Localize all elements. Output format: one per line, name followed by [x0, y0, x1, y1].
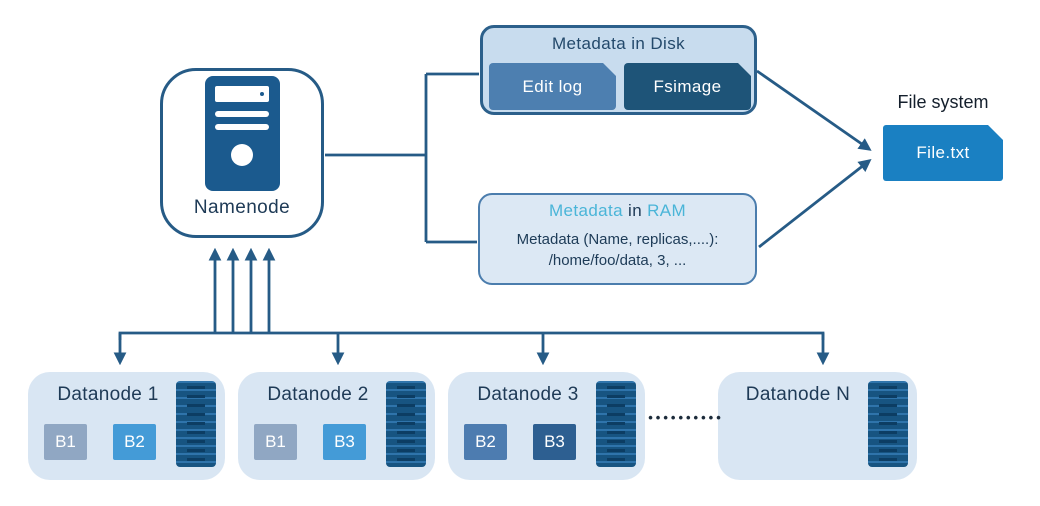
namenode-box: Namenode	[160, 68, 324, 238]
namenode-metadata-connector	[325, 72, 479, 244]
edit-log-box: Edit log	[489, 63, 616, 110]
fsimage-box: Fsimage	[624, 63, 751, 110]
datanode-1-title: Datanode 1	[57, 384, 159, 405]
metadata-disk-box: Metadata in Disk Edit log Fsimage	[480, 25, 757, 115]
file-txt-box: File.txt	[883, 125, 1003, 181]
block-b3: B3	[533, 424, 576, 460]
server-rack-icon	[176, 381, 216, 467]
datanode-n-box: Datanode N	[718, 372, 917, 480]
block-b3: B3	[323, 424, 366, 460]
server-tower-icon	[205, 76, 280, 191]
server-rack-icon	[868, 381, 908, 467]
file-system-label: File system	[897, 92, 989, 112]
server-rack-icon	[386, 381, 426, 467]
metadata-disk-title: Metadata in Disk	[551, 34, 685, 53]
block-b1: B1	[44, 424, 87, 460]
disk-to-file-arrow	[756, 69, 872, 151]
ellipsis-separator: ••••••••••	[648, 410, 724, 425]
datanode-3-box: Datanode 3 B2 B3	[448, 372, 645, 480]
ram-metadata-line1: Metadata (Name, replicas,....):	[516, 231, 719, 248]
ram-metadata-line2: /home/foo/data, 3, ...	[548, 252, 687, 269]
namenode-datanode-bus	[118, 331, 825, 340]
block-b2: B2	[464, 424, 507, 460]
ram-to-file-arrow	[758, 159, 872, 249]
datanode-n-title: Datanode N	[745, 384, 851, 405]
block-b2: B2	[113, 424, 156, 460]
block-b1: B1	[254, 424, 297, 460]
server-rack-icon	[596, 381, 636, 467]
namenode-label: Namenode	[193, 197, 291, 218]
datanode-1-box: Datanode 1 B1 B2	[28, 372, 225, 480]
datanode-3-title: Datanode 3	[477, 384, 579, 405]
datanode-2-title: Datanode 2	[267, 384, 369, 405]
datanode-2-box: Datanode 2 B1 B3	[238, 372, 435, 480]
